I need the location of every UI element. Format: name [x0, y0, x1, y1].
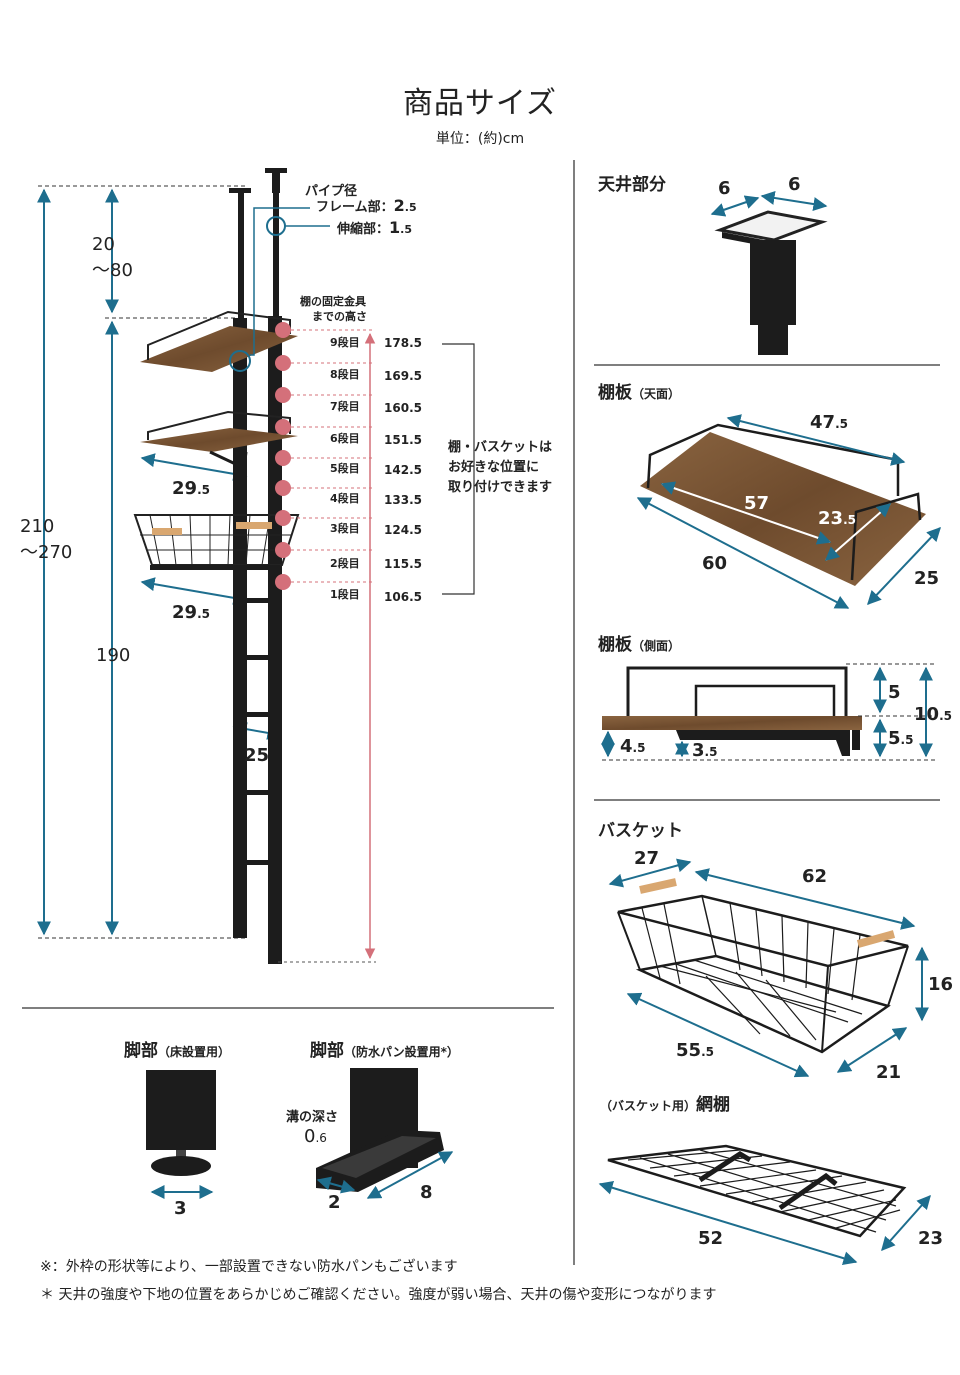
- groove-label: 溝の深さ: [286, 1110, 339, 1125]
- fixture-title-a: 棚の固定金具: [300, 295, 366, 308]
- top-height-b: ～80: [92, 260, 133, 281]
- lower-height: 190: [96, 645, 131, 666]
- shelf-inner-depth: 23.5: [818, 508, 856, 529]
- note-1: ※：外枠の形状等により、一部設置できない防水パンもございます: [40, 1259, 458, 1275]
- shelf-back-width: 47.5: [810, 412, 848, 433]
- pipe-frame: フレーム部：2.5: [316, 196, 417, 215]
- stage-label: 8段目: [330, 368, 360, 381]
- stage-height: 124.5: [384, 523, 422, 537]
- pan-foot-title: 脚部（防水パン設置用*）: [310, 1041, 459, 1061]
- pan-foot-figure: [316, 1068, 454, 1199]
- total-height-b: ～270: [20, 542, 73, 563]
- shelf-side-title: 棚板（側面）: [598, 635, 681, 655]
- free-note-3: 取り付けできます: [448, 480, 553, 495]
- basket-bottom-length: 55.5: [676, 1040, 714, 1061]
- side-bracket: 3.5: [692, 740, 718, 761]
- stage-markers: [275, 322, 475, 963]
- side-h-top: 5: [888, 682, 901, 703]
- basket-top-depth: 27: [634, 848, 660, 869]
- stage-height: 106.5: [384, 590, 422, 604]
- floor-foot-title: 脚部（床設置用）: [124, 1041, 231, 1061]
- shelf-width: 29.5: [172, 478, 210, 499]
- shelf-depth: 25: [914, 568, 940, 589]
- ceiling-w1: 6: [718, 178, 731, 199]
- side-h-total: 10.5: [914, 704, 952, 725]
- fixture-title-b: までの高さ: [312, 310, 367, 323]
- pan-foot-length: 8: [420, 1182, 433, 1203]
- stage-height: 160.5: [384, 401, 422, 415]
- dividers: [22, 160, 940, 1265]
- floor-foot-figure: [146, 1070, 216, 1199]
- unit-label: 単位：(約)cm: [435, 131, 525, 147]
- stage-height: 133.5: [384, 493, 422, 507]
- stage-height: 178.5: [384, 336, 422, 350]
- total-height-a: 210: [20, 516, 55, 537]
- free-note-2: お好きな位置に: [448, 460, 540, 475]
- left-dimension-lines: [37, 185, 282, 939]
- top-height-a: 20: [92, 234, 115, 255]
- basket-bottom-depth: 21: [876, 1062, 902, 1083]
- basket-width: 29.5: [172, 602, 210, 623]
- stage-label: 2段目: [330, 557, 360, 570]
- stage-label: 7段目: [330, 400, 360, 413]
- stage-marker: [275, 322, 291, 590]
- shelf-inner-length: 57: [744, 493, 770, 514]
- free-note-1: 棚・バスケットは: [448, 440, 553, 455]
- stage-height: 169.5: [384, 369, 422, 383]
- note-2: ＊ 天井の強度や下地の位置をあらかじめご確認ください。強度が弱い場合、天井の傷や…: [40, 1287, 717, 1303]
- stage-height: 142.5: [384, 463, 422, 477]
- side-board: 4.5: [620, 736, 646, 757]
- basket-title: バスケット: [598, 821, 683, 841]
- shelf-top-figure: [636, 414, 941, 609]
- net-depth: 23: [918, 1228, 944, 1249]
- shelf-side-figure: [601, 663, 936, 761]
- net-shelf-figure: [598, 1144, 931, 1266]
- page-title: 商品サイズ: [402, 86, 558, 121]
- pan-foot-width: 2: [328, 1192, 341, 1213]
- basket-height: 16: [928, 974, 954, 995]
- net-length: 52: [698, 1228, 724, 1249]
- ceiling-part-figure: [710, 191, 828, 355]
- pipe-title: パイプ径: [305, 184, 358, 199]
- shelf-top-title: 棚板（天面）: [598, 383, 681, 403]
- side-h-low: 5.5: [888, 728, 914, 749]
- ceiling-w2: 6: [788, 174, 801, 195]
- basket-figure: [608, 858, 929, 1078]
- pole-shelves: [133, 207, 330, 570]
- stage-label: 6段目: [330, 432, 360, 445]
- pipe-ext: 伸縮部：1.5: [337, 218, 412, 237]
- stage-height: 115.5: [384, 557, 422, 571]
- stage-label: 1段目: [330, 588, 360, 601]
- net-title: （バスケット用）網棚: [600, 1095, 731, 1115]
- stage-label: 5段目: [330, 462, 360, 475]
- stage-label: 9段目: [330, 336, 360, 349]
- stage-height: 151.5: [384, 433, 422, 447]
- groove-depth: 0.6: [304, 1126, 327, 1147]
- pole-unit: [229, 168, 287, 964]
- stage-label: 3段目: [330, 522, 360, 535]
- pole-width: 25: [244, 745, 270, 766]
- basket-top-length: 62: [802, 866, 828, 887]
- floor-foot-width: 3: [174, 1198, 187, 1219]
- ceiling-title: 天井部分: [598, 175, 666, 195]
- shelf-length: 60: [702, 553, 728, 574]
- stage-label: 4段目: [330, 492, 360, 505]
